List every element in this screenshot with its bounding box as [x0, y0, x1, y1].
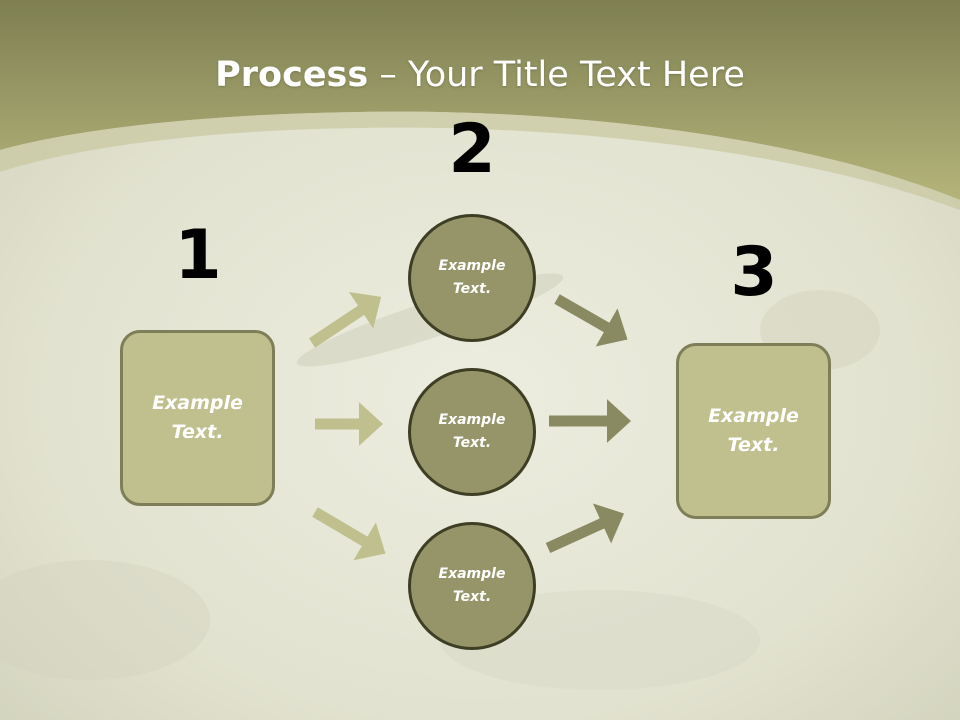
title-rest-part: – Your Title Text Here — [368, 55, 745, 95]
paper-stain — [0, 560, 210, 680]
arrow-circle-top-to-box3 — [554, 294, 628, 347]
step-3-box: Example Text. — [676, 343, 831, 519]
step-2-circle-top: Example Text. — [408, 214, 536, 342]
circle-middle-text-line1: Example — [438, 412, 506, 428]
slide-title: Process – Your Title Text Here — [0, 52, 960, 98]
step-3-text-line2: Text. — [727, 434, 780, 456]
step-number-1: 1 — [174, 216, 222, 295]
circle-bottom-text-line2: Text. — [452, 589, 492, 605]
circle-bottom-text-line1: Example — [438, 566, 506, 582]
circle-top-text-line2: Text. — [452, 281, 492, 297]
arrow-box1-to-circle-bottom — [312, 507, 386, 561]
step-number-2: 2 — [448, 110, 496, 189]
step-2-circle-bottom: Example Text. — [408, 522, 536, 650]
circle-middle-text-line2: Text. — [452, 435, 492, 451]
title-bold-part: Process — [215, 55, 369, 95]
step-3-text-line1: Example — [708, 405, 799, 427]
step-number-3: 3 — [730, 233, 778, 312]
circle-top-text-line1: Example — [438, 258, 506, 274]
arrow-circle-bottom-to-box3 — [545, 503, 625, 554]
step-1-text-line1: Example — [152, 392, 243, 414]
header-band — [0, 0, 960, 200]
step-1-text-line2: Text. — [171, 421, 224, 443]
step-1-box: Example Text. — [120, 330, 275, 506]
step-2-circle-middle: Example Text. — [408, 368, 536, 496]
arrow-box1-to-circle-top — [308, 292, 382, 348]
